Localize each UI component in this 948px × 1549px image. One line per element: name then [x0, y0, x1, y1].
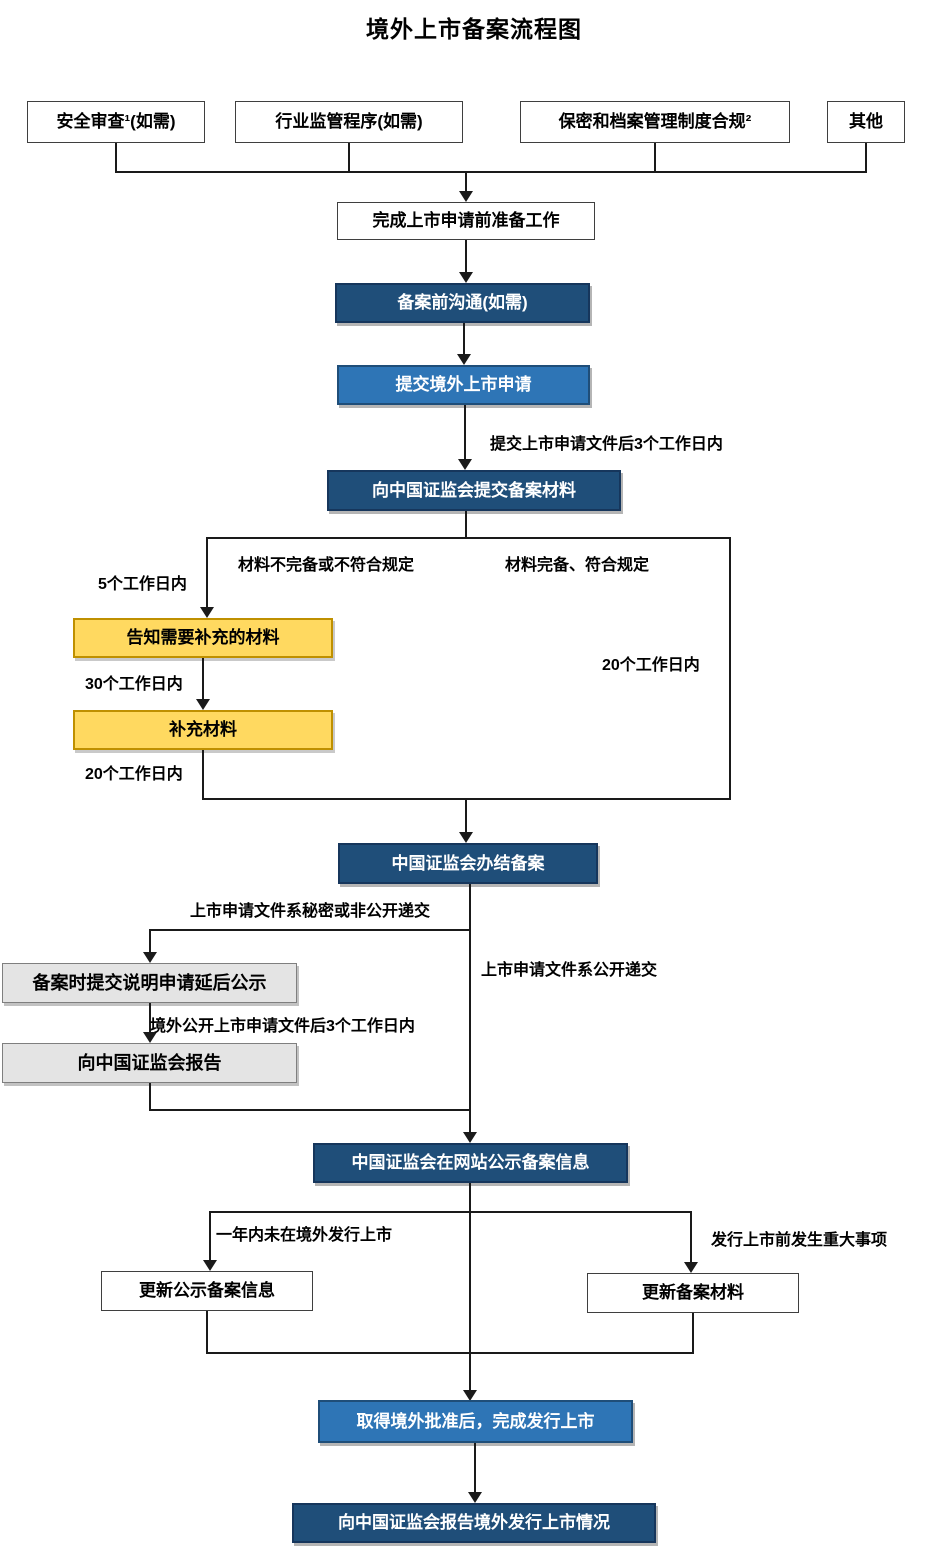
arrowhead	[143, 1032, 157, 1043]
connector-line	[209, 1211, 692, 1213]
connector-line	[206, 1311, 208, 1354]
connector-line	[654, 143, 656, 173]
edge-label-20-working-days-right: 20个工作日内	[602, 657, 700, 674]
node-csrc-publish-filing-info: 中国证监会在网站公示备案信息	[313, 1143, 628, 1183]
node-security-review: 安全审查¹(如需)	[27, 101, 205, 143]
connector-line	[465, 798, 467, 832]
node-report-to-csrc: 向中国证监会报告	[2, 1043, 297, 1083]
connector-line	[202, 658, 204, 699]
arrowhead	[203, 1260, 217, 1271]
connector-line	[464, 405, 466, 459]
page-title: 境外上市备案流程图	[366, 16, 582, 42]
connector-line	[149, 1109, 470, 1111]
node-industry-regulation: 行业监管程序(如需)	[235, 101, 463, 143]
arrowhead	[463, 1132, 477, 1143]
connector-line	[865, 143, 867, 173]
arrowhead	[684, 1262, 698, 1273]
connector-line	[206, 537, 208, 607]
connector-line	[474, 1443, 476, 1492]
connector-line	[207, 537, 731, 539]
node-update-filing-materials: 更新备案材料	[587, 1273, 799, 1313]
node-request-delayed-disclosure: 备案时提交说明申请延后公示	[2, 963, 297, 1003]
arrowhead	[196, 699, 210, 710]
node-other: 其他	[827, 101, 905, 143]
connector-line	[465, 240, 467, 272]
connector-line	[465, 511, 467, 538]
edge-label-public-submission: 上市申请文件系公开递交	[481, 962, 658, 979]
node-update-published-info: 更新公示备案信息	[101, 1271, 313, 1311]
node-report-listing-result: 向中国证监会报告境外发行上市情况	[292, 1503, 656, 1543]
connector-line	[149, 929, 151, 952]
connector-line	[465, 171, 467, 192]
edge-label-5-working-days: 5个工作日内	[98, 576, 187, 593]
node-complete-issuance-listing: 取得境外批准后，完成发行上市	[318, 1400, 633, 1443]
connector-line	[463, 323, 465, 354]
edge-label-materials-complete: 材料完备、符合规定	[505, 557, 650, 574]
arrowhead	[457, 354, 471, 365]
node-confidentiality-compliance: 保密和档案管理制度合规²	[520, 101, 790, 143]
connector-line	[469, 884, 471, 1132]
connector-line	[690, 1211, 692, 1262]
connector-line	[692, 1313, 694, 1354]
arrowhead	[458, 459, 472, 470]
edge-label-20-working-days-left: 20个工作日内	[85, 766, 183, 783]
node-submit-filing-materials: 向中国证监会提交备案材料	[327, 470, 621, 511]
connector-line	[149, 1083, 151, 1111]
node-csrc-complete-filing: 中国证监会办结备案	[338, 843, 598, 884]
connector-line	[348, 143, 350, 173]
node-notify-supplement-materials: 告知需要补充的材料	[73, 618, 333, 658]
edge-label-3-working-days: 提交上市申请文件后3个工作日内	[490, 436, 723, 453]
node-pre-filing-communication: 备案前沟通(如需)	[335, 283, 590, 323]
node-pre-application-prep: 完成上市申请前准备工作	[337, 202, 595, 240]
arrowhead	[468, 1492, 482, 1503]
connector-line	[209, 1211, 211, 1260]
edge-label-materials-incomplete: 材料不完备或不符合规定	[238, 557, 415, 574]
edge-label-not-listed-1-year: 一年内未在境外发行上市	[216, 1227, 393, 1244]
connector-line	[729, 537, 731, 800]
arrowhead	[143, 952, 157, 963]
edge-label-3-days-after-overseas-public: 境外公开上市申请文件后3个工作日内	[150, 1018, 415, 1035]
node-submit-overseas-application: 提交境外上市申请	[337, 365, 590, 405]
connector-line	[149, 929, 470, 931]
connector-line	[115, 171, 867, 173]
edge-label-secret-submission: 上市申请文件系秘密或非公开递交	[190, 903, 431, 920]
arrowhead	[459, 272, 473, 283]
arrowhead	[463, 1390, 477, 1401]
arrowhead	[200, 607, 214, 618]
arrowhead	[459, 191, 473, 202]
connector-line	[469, 1183, 471, 1392]
edge-label-major-events: 发行上市前发生重大事项	[711, 1232, 888, 1249]
connector-line	[115, 143, 117, 173]
edge-label-30-working-days: 30个工作日内	[85, 676, 183, 693]
connector-line	[202, 750, 204, 800]
arrowhead	[459, 832, 473, 843]
connector-line	[149, 1003, 151, 1032]
node-supplement-materials: 补充材料	[73, 710, 333, 750]
connector-line	[206, 1352, 694, 1354]
